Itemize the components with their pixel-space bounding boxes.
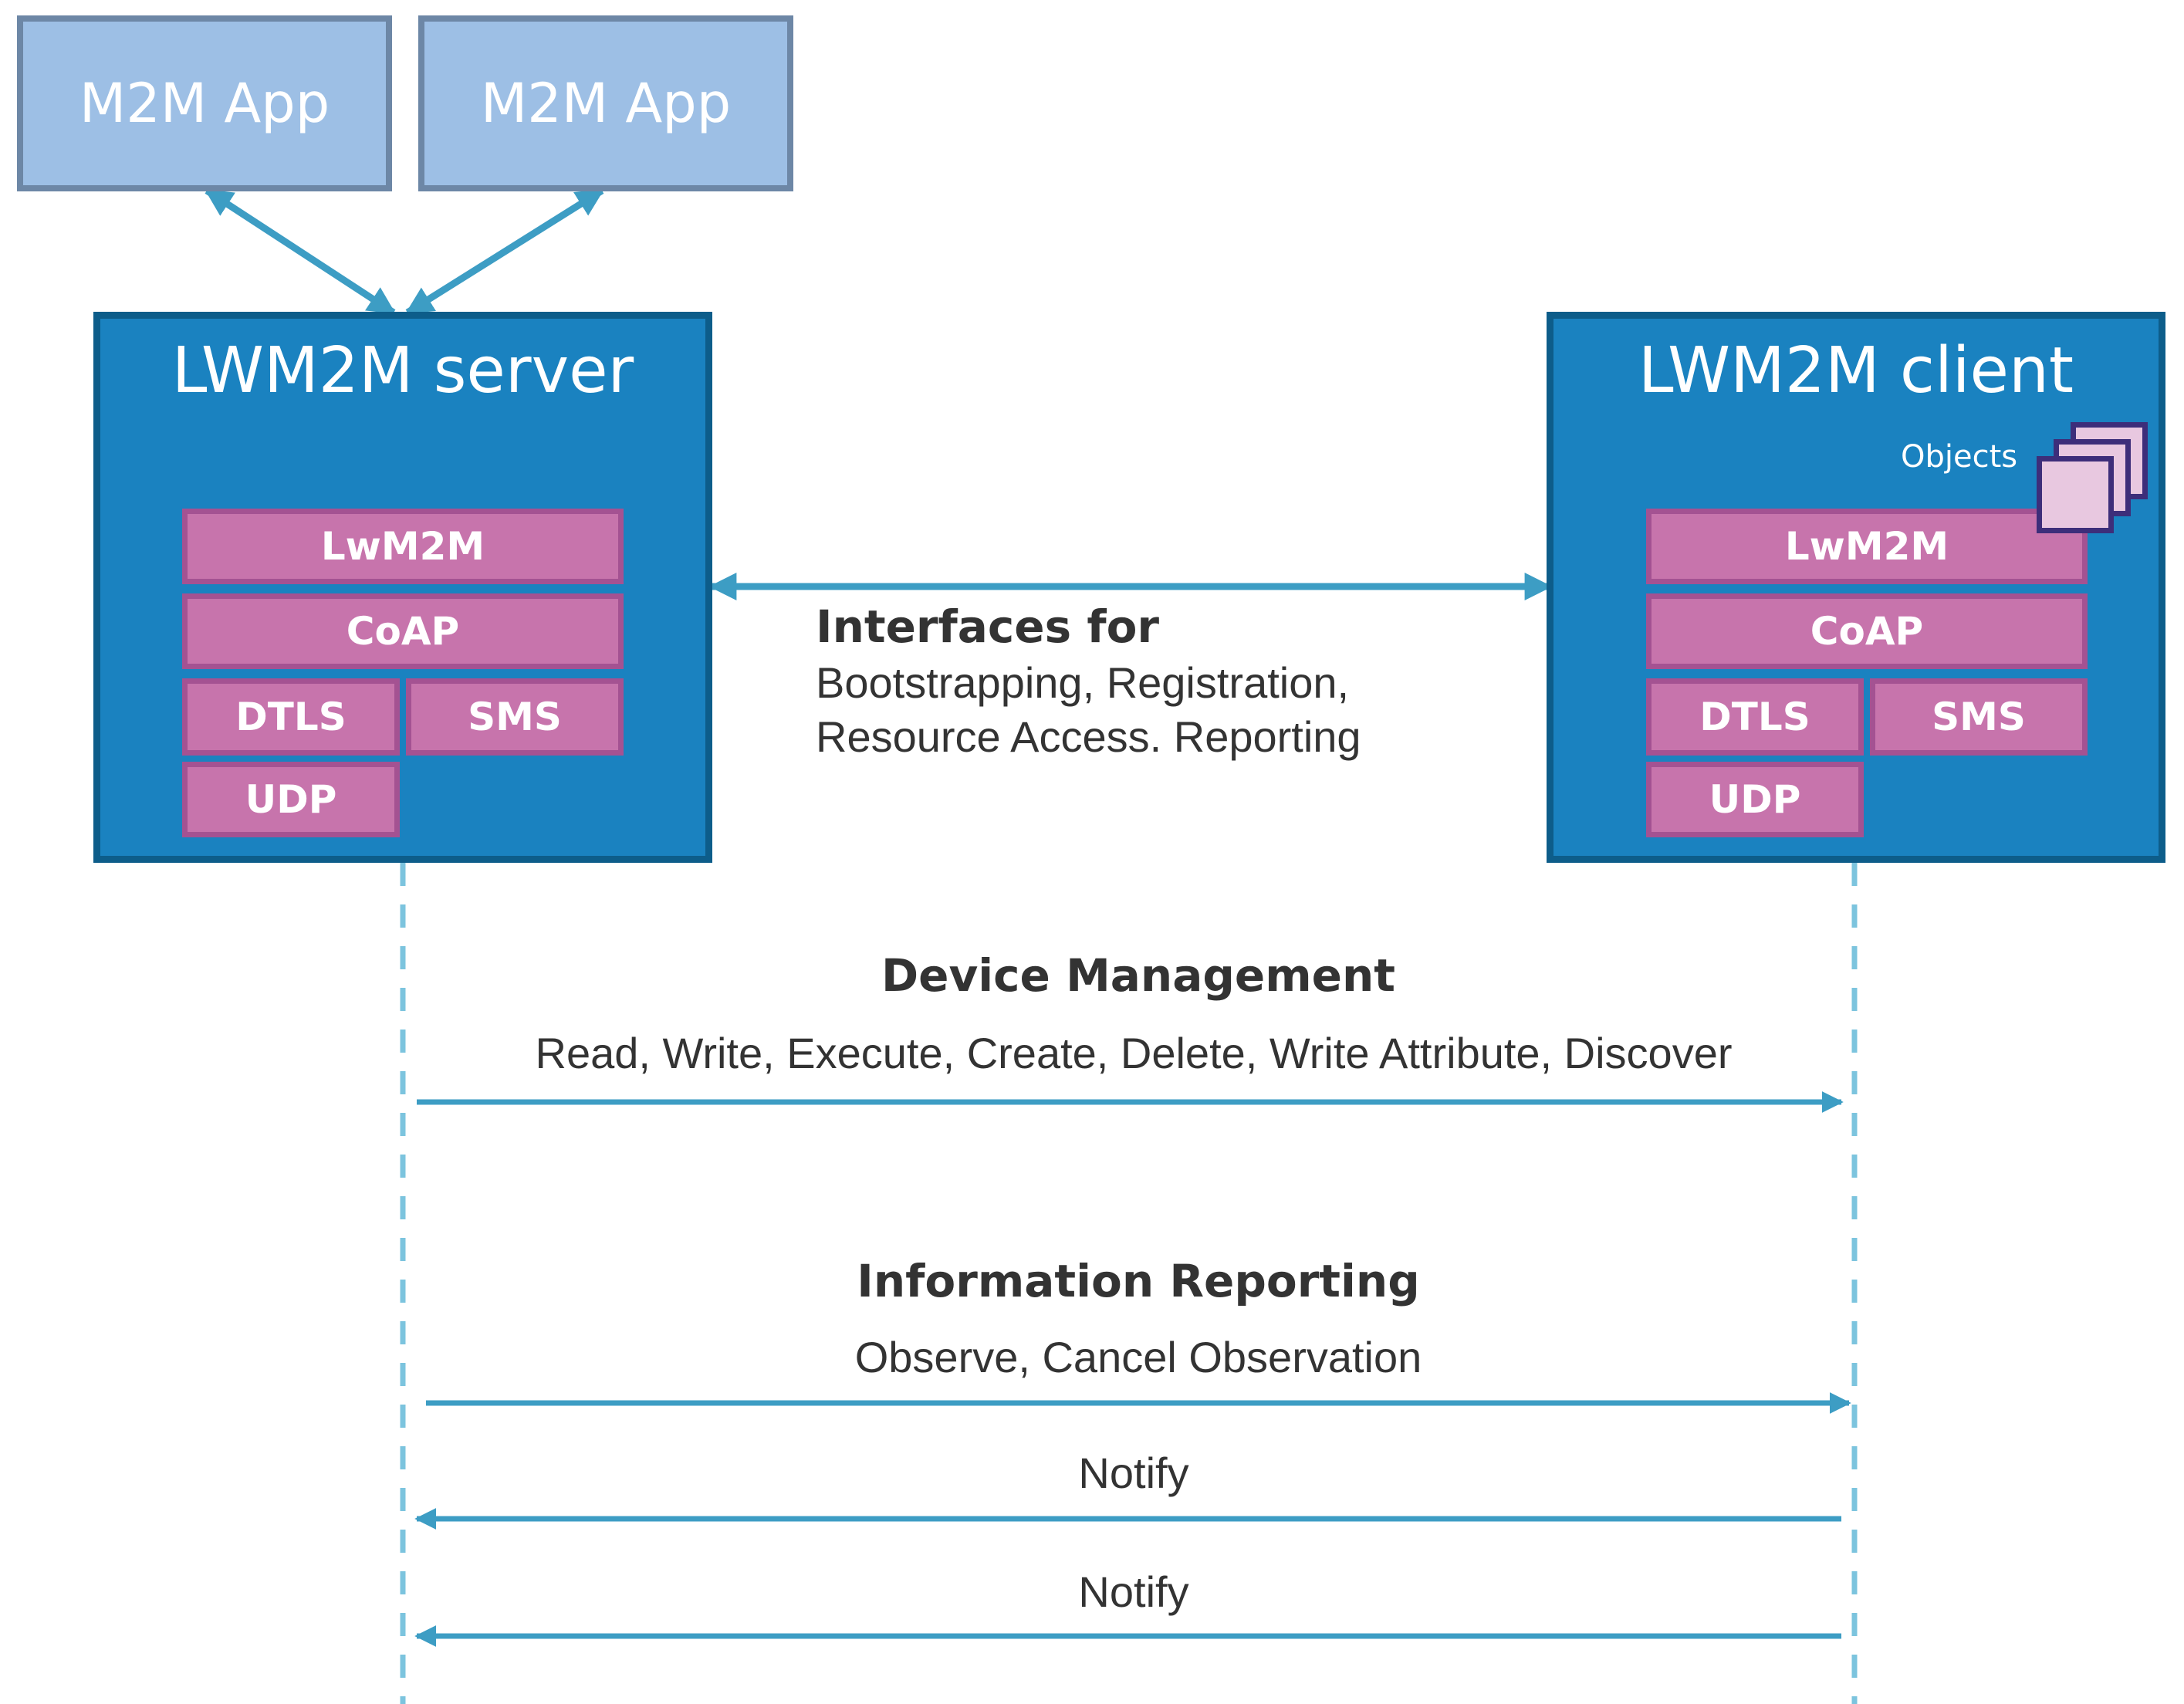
objects-label: Objects bbox=[1901, 439, 2018, 475]
server-layer-udp: UDP bbox=[182, 762, 400, 837]
object-stack-front-icon bbox=[2037, 456, 2114, 533]
server-layer-lwm2m: LwM2M bbox=[182, 509, 624, 584]
m2m-app-1-label: M2M App bbox=[79, 72, 330, 135]
device-management-operations: Read, Write, Execute, Create, Delete, Wr… bbox=[535, 1029, 1733, 1077]
m2m-app-2: M2M App bbox=[418, 15, 793, 191]
server-layer-coap: CoAP bbox=[182, 593, 624, 669]
client-layer-dtls: DTLS bbox=[1646, 678, 1864, 756]
interfaces-line-2: Resource Access. Reporting bbox=[816, 712, 1361, 761]
lwm2m-client: LWM2M client LwM2M CoAP DTLS SMS UDP Obj… bbox=[1547, 312, 2165, 863]
app2-server-arrow bbox=[404, 188, 605, 316]
information-reporting-heading: Information Reporting bbox=[857, 1255, 1420, 1307]
interfaces-heading: Interfaces for bbox=[816, 600, 1160, 653]
m2m-app-2-label: M2M App bbox=[480, 72, 732, 135]
client-layer-udp: UDP bbox=[1646, 762, 1864, 837]
client-layer-lwm2m: LwM2M bbox=[1646, 509, 2088, 584]
interfaces-line-1: Bootstrapping, Registration, bbox=[816, 658, 1350, 707]
device-management-heading: Device Management bbox=[881, 949, 1395, 1002]
server-layer-sms: SMS bbox=[406, 678, 624, 756]
client-title: LWM2M client bbox=[1638, 334, 2074, 407]
server-layer-dtls: DTLS bbox=[182, 678, 400, 756]
server-title: LWM2M server bbox=[171, 334, 634, 407]
lwm2m-server: LWM2M server LwM2M CoAP DTLS SMS UDP bbox=[93, 312, 712, 863]
m2m-app-1: M2M App bbox=[17, 15, 392, 191]
client-layer-coap: CoAP bbox=[1646, 593, 2088, 669]
observe-operations: Observe, Cancel Observation bbox=[854, 1333, 1422, 1381]
notify-label-1: Notify bbox=[1078, 1449, 1189, 1497]
app1-server-arrow bbox=[204, 188, 397, 316]
notify-label-2: Notify bbox=[1078, 1567, 1189, 1616]
client-layer-sms: SMS bbox=[1870, 678, 2088, 756]
